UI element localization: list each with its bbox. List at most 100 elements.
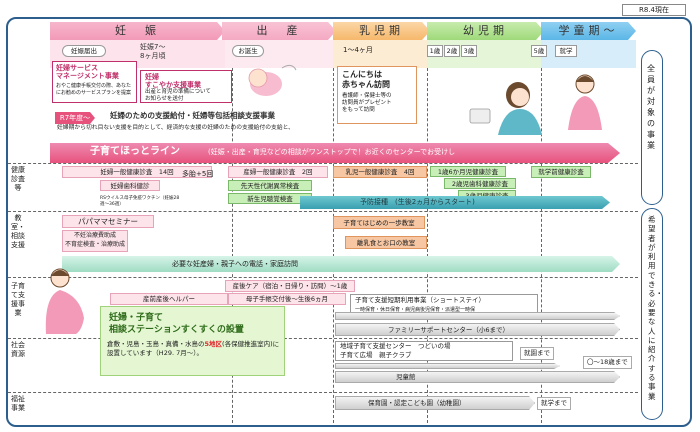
universal-text: 全員が対象の事業 bbox=[647, 64, 655, 150]
community-arrow bbox=[335, 363, 560, 369]
nursery-arrow: 保育園・認定こども園（幼稚園） bbox=[335, 396, 535, 410]
phase-school: 学童期〜 bbox=[541, 22, 636, 40]
vaccination-label: 予防接種 (生後2ヵ月からスタート) bbox=[360, 198, 475, 206]
mgmt-body: おやこ健康手帳交付の際、あなたにお勧めのサービスプランを提案 bbox=[56, 83, 132, 96]
benefit-body: 妊婦期から切れ目ない支援を目的として、経済的な支援の妊婦のための支援給付の支給と… bbox=[57, 125, 294, 131]
hearing-test: 新生児聴覚検査 bbox=[228, 193, 312, 204]
benefit-title: 妊婦のための支援給付・妊婦等包括相談支援事業 bbox=[110, 111, 275, 120]
weaning-class: 離乳食とお口の教室 bbox=[345, 236, 427, 249]
targeted-text: 希望者が利用できる・必要な人に紹介する事業 bbox=[648, 215, 663, 401]
row-label-welfare: 福祉事業 bbox=[11, 395, 25, 412]
phase-label: 出 産 bbox=[256, 24, 302, 37]
row-label-social: 社会資源 bbox=[11, 341, 25, 358]
family-support-arrow: ファミリーサポートセンター（小6まで） bbox=[335, 323, 620, 336]
station-body-a: 倉敷・児島・玉島・真備・水島の bbox=[107, 340, 205, 348]
checkup-1y6: 1歳6か月児健康診査 bbox=[430, 166, 506, 177]
row-label-health: 健康診査等 bbox=[11, 166, 25, 192]
dental-checkup: 妊婦歯科健診 bbox=[100, 180, 160, 191]
support-title: 妊婦 すこやか支援事業 bbox=[145, 73, 201, 89]
operator-illustration bbox=[469, 82, 542, 135]
targeted-label: 希望者が利用できる・必要な人に紹介する事業 bbox=[641, 208, 663, 420]
dental-2y: 2歳児歯科健康診査 bbox=[444, 178, 516, 189]
universal-label: 全員が対象の事業 bbox=[641, 50, 663, 205]
until-school: 就学まで bbox=[537, 397, 571, 410]
hotline-subtitle: (妊娠・出産・育児などの相談がワンストップで！お近くのセンターでお受けし bbox=[208, 148, 456, 156]
postpartum-checkup: 産婦一般健康診査 2回 bbox=[228, 166, 328, 178]
marker-age5: 5歳 bbox=[531, 45, 547, 57]
shortstay-arrow bbox=[335, 312, 620, 320]
until-kindergarten: 就園まで bbox=[520, 347, 554, 360]
station-body: 倉敷・児島・玉島・真備・水島の5地区(各保健推進室内)に設置しています（H29.… bbox=[107, 340, 283, 358]
date-badge: R8.4現在 bbox=[622, 4, 686, 16]
phase-label: 妊 娠 bbox=[115, 24, 160, 37]
station-body-highlight: 5地区 bbox=[204, 340, 223, 348]
r7-tag: R7年度〜 bbox=[55, 112, 95, 124]
mgmt-box: 妊婦サービス マネージメント事業 おやこ健康手帳交付の際、あなたにお勧めのサービ… bbox=[52, 61, 137, 103]
marker-pregnancy-month: 妊娠7〜 8ヶ月頃 bbox=[140, 43, 166, 60]
mgmt-title: 妊婦サービス マネージメント事業 bbox=[56, 64, 119, 80]
childrens-hall-arrow: 児童館 bbox=[335, 371, 620, 383]
band-infant bbox=[333, 40, 427, 68]
community-center: 地域子育て支援センター つどいの場 子育て広場 親子クラブ bbox=[335, 341, 513, 361]
home-visit: 母子手帳交付後〜生後6ヵ月 bbox=[228, 293, 346, 305]
age-range: 〇〜18歳まで bbox=[583, 356, 632, 369]
parent-seminar: パパママセミナー bbox=[62, 215, 154, 228]
visit-title: こんにちは 赤ちゃん訪問 bbox=[342, 70, 390, 89]
phone-visit-label: 必要な妊産婦・親子への電話・家庭訪問 bbox=[172, 260, 298, 268]
hotline-arrow: 子育てほっとライン (妊娠・出産・育児などの相談がワンストップで！お近くのセンタ… bbox=[50, 143, 620, 163]
marker-infant-range: 1〜4ヶ月 bbox=[343, 46, 373, 54]
station-box: 妊婦・子育て 相談ステーションすくすくの設置 倉敷・児島・玉島・真備・水島の5地… bbox=[100, 306, 285, 376]
marker-age3: 3歳 bbox=[461, 45, 477, 57]
guide-school bbox=[541, 68, 542, 423]
congenital-test: 先天性代謝異常検査 bbox=[228, 180, 312, 191]
marker-school: 就学 bbox=[555, 45, 577, 57]
phone-visit-arrow: 必要な妊産婦・親子への電話・家庭訪問 bbox=[62, 256, 620, 272]
divider-welfare bbox=[8, 392, 638, 393]
phase-infant: 乳児期 bbox=[333, 22, 430, 40]
phase-birth: 出 産 bbox=[222, 22, 336, 40]
divider-social bbox=[8, 338, 638, 339]
support-body: 出産と育児の準備について お知らせを送付 bbox=[145, 89, 211, 102]
phase-toddler: 幼児期 bbox=[427, 22, 544, 40]
postpartum-helper: 産前産後ヘルパー bbox=[110, 293, 228, 305]
first-step-class: 子育てはじめの一歩教室 bbox=[333, 216, 425, 229]
divider-education bbox=[8, 211, 638, 212]
station-body-b: (各保健推進室内)に設置しています（H29. 7月〜）。 bbox=[107, 340, 280, 357]
station-title: 妊婦・子育て 相談ステーションすくすくの設置 bbox=[109, 313, 244, 335]
marker-age2: 2歳 bbox=[444, 45, 460, 57]
marker-pregnancy-report: 妊娠届出 bbox=[62, 45, 106, 57]
shortstay-body: 一時保育・休日保育・病児病後児保育・派遣型一時保 bbox=[355, 307, 476, 313]
row-label-childcare: 子育て支援事業 bbox=[11, 282, 25, 317]
preschool-checkup: 就学前健康診査 bbox=[531, 166, 591, 178]
infant-checkup: 乳児一般健康診査 4回 bbox=[333, 166, 427, 178]
phase-label: 学童期〜 bbox=[558, 24, 619, 37]
row-label-education: 教室・相談支援 bbox=[11, 214, 25, 249]
guide-birth bbox=[232, 68, 233, 423]
phase-label: 幼児期 bbox=[463, 24, 508, 37]
rsv-vaccine: RSウイルス母子免疫ワクチン（妊娠28週〜36週） bbox=[100, 196, 180, 207]
baby-illustration bbox=[248, 64, 297, 96]
divider-childcare bbox=[8, 277, 638, 278]
visit-box: こんにちは 赤ちゃん訪問 看護師・保健士等の 訪問員がプレゼント をもって訪問 bbox=[337, 66, 417, 124]
support-box: 妊婦 すこやか支援事業 出産と育児の準備について お知らせを送付 bbox=[140, 70, 232, 103]
guide-1y bbox=[427, 68, 428, 423]
hotline-title: 子育てほっとライン bbox=[90, 146, 180, 157]
shortstay-title: 子育て支援短期利用事業（ショートステイ） bbox=[355, 296, 485, 304]
mother-illustration bbox=[568, 74, 602, 130]
phase-label: 乳児期 bbox=[359, 24, 404, 37]
multiple-birth: 多胎+5回 bbox=[182, 170, 214, 178]
pregnant-illustration bbox=[45, 268, 84, 334]
marker-age1: 1歳 bbox=[427, 45, 443, 57]
postpartum-care: 産後ケア（宿泊・日帰り・訪問）〜1歳 bbox=[225, 280, 355, 292]
childrens-hall-label: 児童館 bbox=[396, 373, 416, 381]
guide-4m bbox=[333, 68, 334, 423]
nursery-label: 保育園・認定こども園（幼稚園） bbox=[368, 399, 466, 407]
infertility-support: 不妊治療費助成 不育症検査・治療助成 bbox=[62, 230, 128, 252]
phase-pregnancy: 妊 娠 bbox=[50, 22, 225, 40]
vaccination-arrow: 予防接種 (生後2ヵ月からスタート) bbox=[300, 196, 610, 209]
divider-health bbox=[8, 163, 638, 164]
visit-body: 看護師・保健士等の 訪問員がプレゼント をもって訪問 bbox=[342, 93, 392, 113]
family-support-label: ファミリーサポートセンター（小6まで） bbox=[388, 326, 510, 334]
marker-birth: お誕生 bbox=[232, 45, 264, 57]
maternal-checkup: 妊婦一般健康診査 14回 bbox=[62, 166, 212, 178]
